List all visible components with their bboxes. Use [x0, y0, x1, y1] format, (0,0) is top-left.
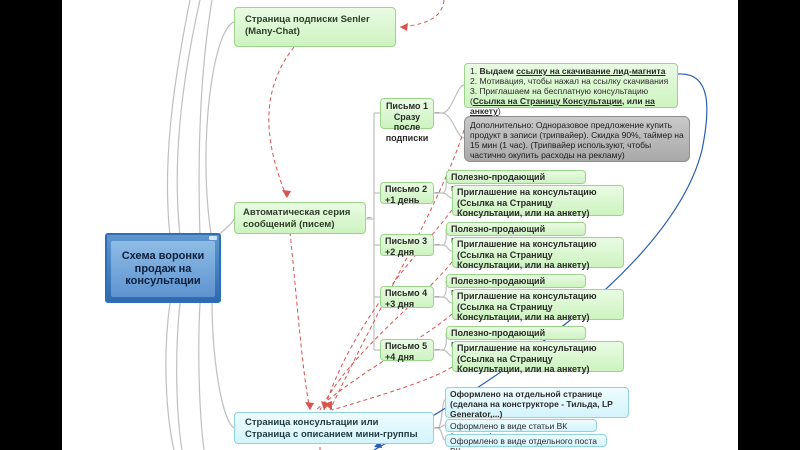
step-invite: 3. Приглашаем на бесплатную консультацию [470, 86, 649, 96]
collapse-toggle-letter-2[interactable]: – [435, 188, 440, 197]
root-badge [209, 236, 217, 240]
content-node-4[interactable]: Полезно-продающий контент [446, 274, 586, 297]
lead-magnet-link[interactable]: ссылку на скачивание лид-магнита [516, 66, 666, 76]
page-option-landing[interactable]: Оформлено на отдельной странице (сделана… [445, 387, 629, 419]
letter-node-5[interactable]: Письмо 5 +4 дня [380, 339, 434, 362]
invite-node-5[interactable]: Приглашение на консультацию (Ссылка на С… [452, 341, 624, 374]
invite-label: Приглашение на консультацию (Ссылка на С… [457, 187, 597, 218]
collapse-toggle-letter-1[interactable]: – [435, 108, 440, 117]
arrow-top-to-subscription [399, 0, 445, 28]
letter-title: Письмо 4 [385, 288, 428, 298]
content-node-2[interactable]: Полезно-продающий контент [446, 170, 586, 193]
root-node[interactable]: Схема воронки продаж на консультации [105, 233, 221, 303]
arrow-series-to-page [289, 231, 311, 411]
link-root-subscription [205, 21, 235, 241]
letter-timing: Сразу после подписки [385, 111, 429, 143]
paren-close: ) [497, 106, 501, 116]
consult-page-node[interactable]: Страница консультации или Страница с опи… [234, 412, 434, 444]
auto-series-node[interactable]: Автоматическая серия сообщений (писем) [234, 202, 366, 234]
letter-title: Письмо 2 [385, 184, 428, 194]
step-bold-text: Выдаем [479, 66, 517, 76]
consult-page-link[interactable]: Ссылка на Страницу Консультации [472, 96, 623, 106]
collapse-toggle-letter-4[interactable]: – [435, 292, 440, 301]
subscription-page-label: Страница подписки Senler (Many-Chat) [245, 14, 370, 37]
collapse-toggle-page[interactable]: – [435, 423, 440, 432]
collapse-toggle-letter-3[interactable]: – [435, 240, 440, 249]
letter-node-2[interactable]: Письмо 2 +1 день [380, 182, 434, 205]
tripwire-note-node[interactable]: Дополнительно: Одноразовое предложение к… [464, 116, 690, 162]
invite-label: Приглашение на консультацию (Ссылка на С… [457, 239, 597, 270]
collapse-toggle-letter-5[interactable]: – [435, 345, 440, 354]
letter-node-1[interactable]: Письмо 1 Сразу после подписки [380, 98, 434, 143]
consult-page-label: Страница консультации или Страница с опи… [245, 417, 418, 440]
letter1-actions-node[interactable]: 1. Выдаем ссылку на скачивание лид-магни… [464, 63, 678, 116]
letter-timing: +2 дня [385, 246, 415, 257]
letter-timing: +4 дня [385, 351, 415, 362]
auto-series-label: Автоматическая серия сообщений (писем) [243, 207, 351, 230]
letter-timing: +3 дня [385, 298, 415, 309]
link-root-page [211, 299, 235, 429]
tripwire-note-text: Дополнительно: Одноразовое предложение к… [470, 120, 684, 160]
letter-title: Письмо 1 [385, 101, 429, 111]
letter-title: Письмо 5 [385, 341, 428, 351]
or-text: , или [622, 96, 645, 106]
questionnaire-link[interactable]: на анкету [470, 96, 655, 116]
invite-label: Приглашение на консультацию (Ссылка на С… [457, 343, 597, 374]
step-motivation: 2. Мотивация, чтобы нажал на ссылку скач… [470, 76, 669, 86]
mindmap-canvas: Схема воронки продаж на консультации Стр… [62, 0, 738, 450]
invite-node-4[interactable]: Приглашение на консультацию (Ссылка на С… [452, 289, 624, 322]
collapse-toggle-series[interactable]: – [367, 213, 372, 222]
page-option-post[interactable]: Оформлено в виде отдельного поста ВК [445, 434, 607, 450]
page-option-label: Оформлено на отдельной странице (сделана… [450, 389, 613, 419]
invite-node-2[interactable]: Приглашение на консультацию (Ссылка на С… [452, 185, 624, 218]
root-label: Схема воронки продаж на консультации [111, 241, 215, 297]
content-node-5[interactable]: Полезно-продающий контент [446, 326, 586, 349]
invite-node-3[interactable]: Приглашение на консультацию (Ссылка на С… [452, 237, 624, 270]
letter-node-3[interactable]: Письмо 3 +2 дня [380, 234, 434, 257]
letter-node-4[interactable]: Письмо 4 +3 дня [380, 286, 434, 309]
subscription-page-node[interactable]: Страница подписки Senler (Many-Chat) [234, 7, 396, 47]
arrow-subscription-to-series [268, 46, 295, 199]
content-node-3[interactable]: Полезно-продающий контент [446, 222, 586, 245]
letter-title: Письмо 3 [385, 236, 428, 246]
page-option-longread[interactable]: Оформлено в виде статьи ВК (лонгрида) [445, 419, 597, 441]
step-number: 1. [470, 66, 480, 76]
paren-open: ( [470, 96, 473, 106]
page-option-label: Оформлено в виде отдельного поста ВК [450, 436, 598, 450]
letter-timing: +1 день [385, 194, 420, 205]
invite-label: Приглашение на консультацию (Ссылка на С… [457, 291, 597, 322]
